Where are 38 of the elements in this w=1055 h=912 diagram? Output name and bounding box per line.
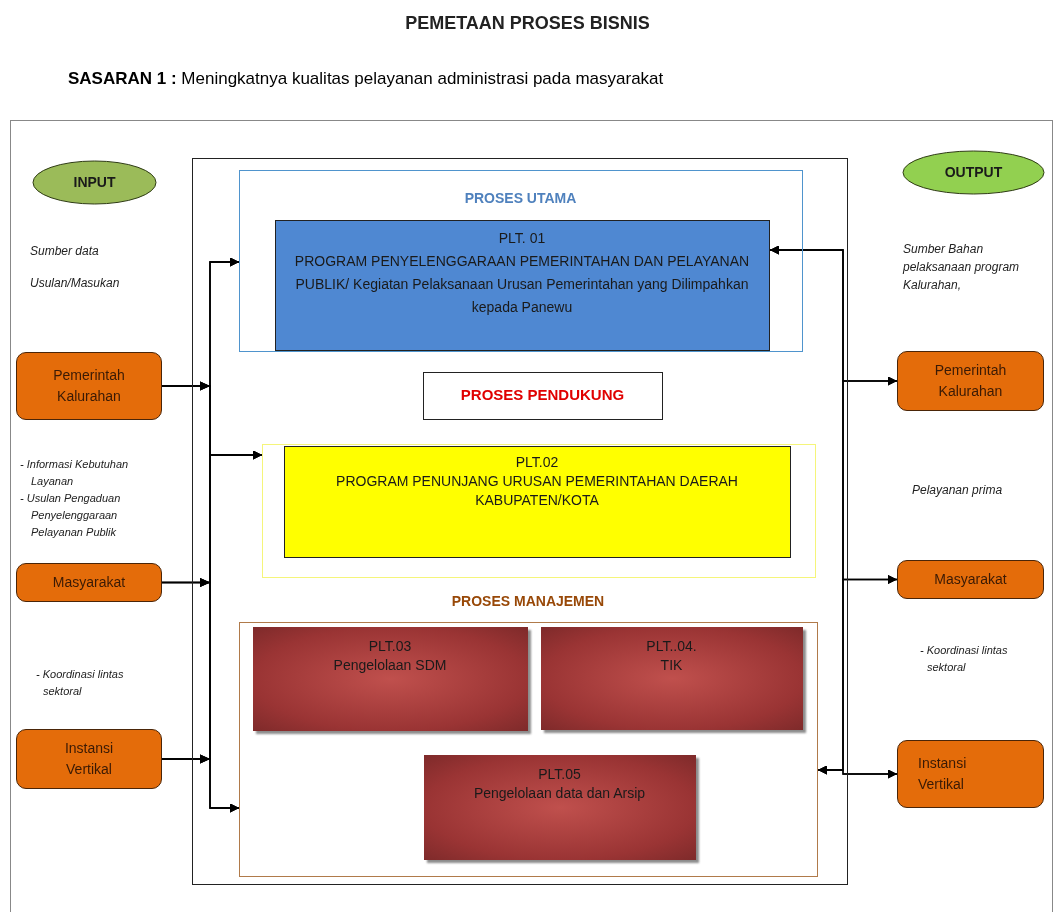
annotation-text: Usulan/Masukan: [30, 275, 121, 292]
annotation-text: Sumber data: [30, 243, 100, 260]
process-box: [540, 626, 803, 730]
process-box: [252, 626, 528, 731]
box-text: PROGRAM PENUNJANG URUSAN PEMERINTAHAN DAERAH KABUPATEN/KOTA: [335, 471, 739, 510]
box-text: Pengelolaan data dan Arsip: [473, 783, 646, 803]
annotation-text: - Koordinasi lintas sektoral: [920, 643, 1009, 675]
annotation-text: Sumber Bahan pelaksanaan program Kalurahan,: [903, 241, 1021, 294]
ellipse-node: OUTPUT: [902, 150, 1045, 195]
process-box: [423, 754, 696, 860]
process-box: Masyarakat: [897, 560, 1044, 599]
process-group: PROSES UTAMA PLT. 01 PROGRAM PENYELENGGARAAN PEMERINTAHAN DAN PELAYANAN PUBLIK/ Kegiatan Pelaksanaan Urusan Pemerintahan yang Dilimpahkan kepada Panewu: [238, 169, 803, 352]
process-box: Masyarakat: [16, 563, 162, 602]
box-text: Pengelolaan SDM: [333, 655, 447, 675]
box-heading: PLT..04.: [646, 636, 697, 656]
box-text: TIK: [660, 655, 683, 675]
annotation-text: - Informasi Kebutuhan Layanan: [20, 457, 130, 489]
box-heading: PLT.03: [368, 636, 412, 656]
group-heading: PROSES MANAJEMEN: [451, 591, 605, 611]
process-box: PROSES PENDUKUNG: [422, 371, 663, 420]
process-box: [283, 445, 791, 558]
process-box: [274, 219, 770, 351]
subtitle: SASARAN 1 : Meningkatnya kualitas pelayanan administrasi pada masyarakat: [68, 68, 665, 90]
title: PEMETAAN PROSES BISNIS: [404, 12, 651, 35]
process-box: Instansi Vertikal: [16, 729, 162, 789]
annotation-text: Pelayanan prima: [912, 482, 1004, 499]
process-box: Pemerintah Kalurahan: [16, 352, 162, 420]
process-frame: [192, 158, 848, 885]
process-group: [261, 443, 816, 578]
box-heading: PLT. 01: [498, 228, 546, 248]
annotation-text: - Koordinasi lintas sektoral: [36, 667, 125, 699]
box-heading: PLT.05: [538, 764, 581, 784]
process-box: Pemerintah Kalurahan: [897, 351, 1044, 411]
annotation-text: - Usulan Pengaduan Penyelenggaraan Pelayanan Publik: [20, 491, 122, 540]
box-text: PROGRAM PENYELENGGARAAN PEMERINTAHAN DAN PELAYANAN PUBLIK/ Kegiatan Pelaksanaan Urusan Pemerintahan yang Dilimpahkan kepada Panewu: [293, 251, 751, 317]
box-heading: PLT.02: [515, 452, 559, 472]
ellipse-node: INPUT: [32, 160, 157, 205]
process-box: Instansi Vertikal: [897, 740, 1044, 808]
